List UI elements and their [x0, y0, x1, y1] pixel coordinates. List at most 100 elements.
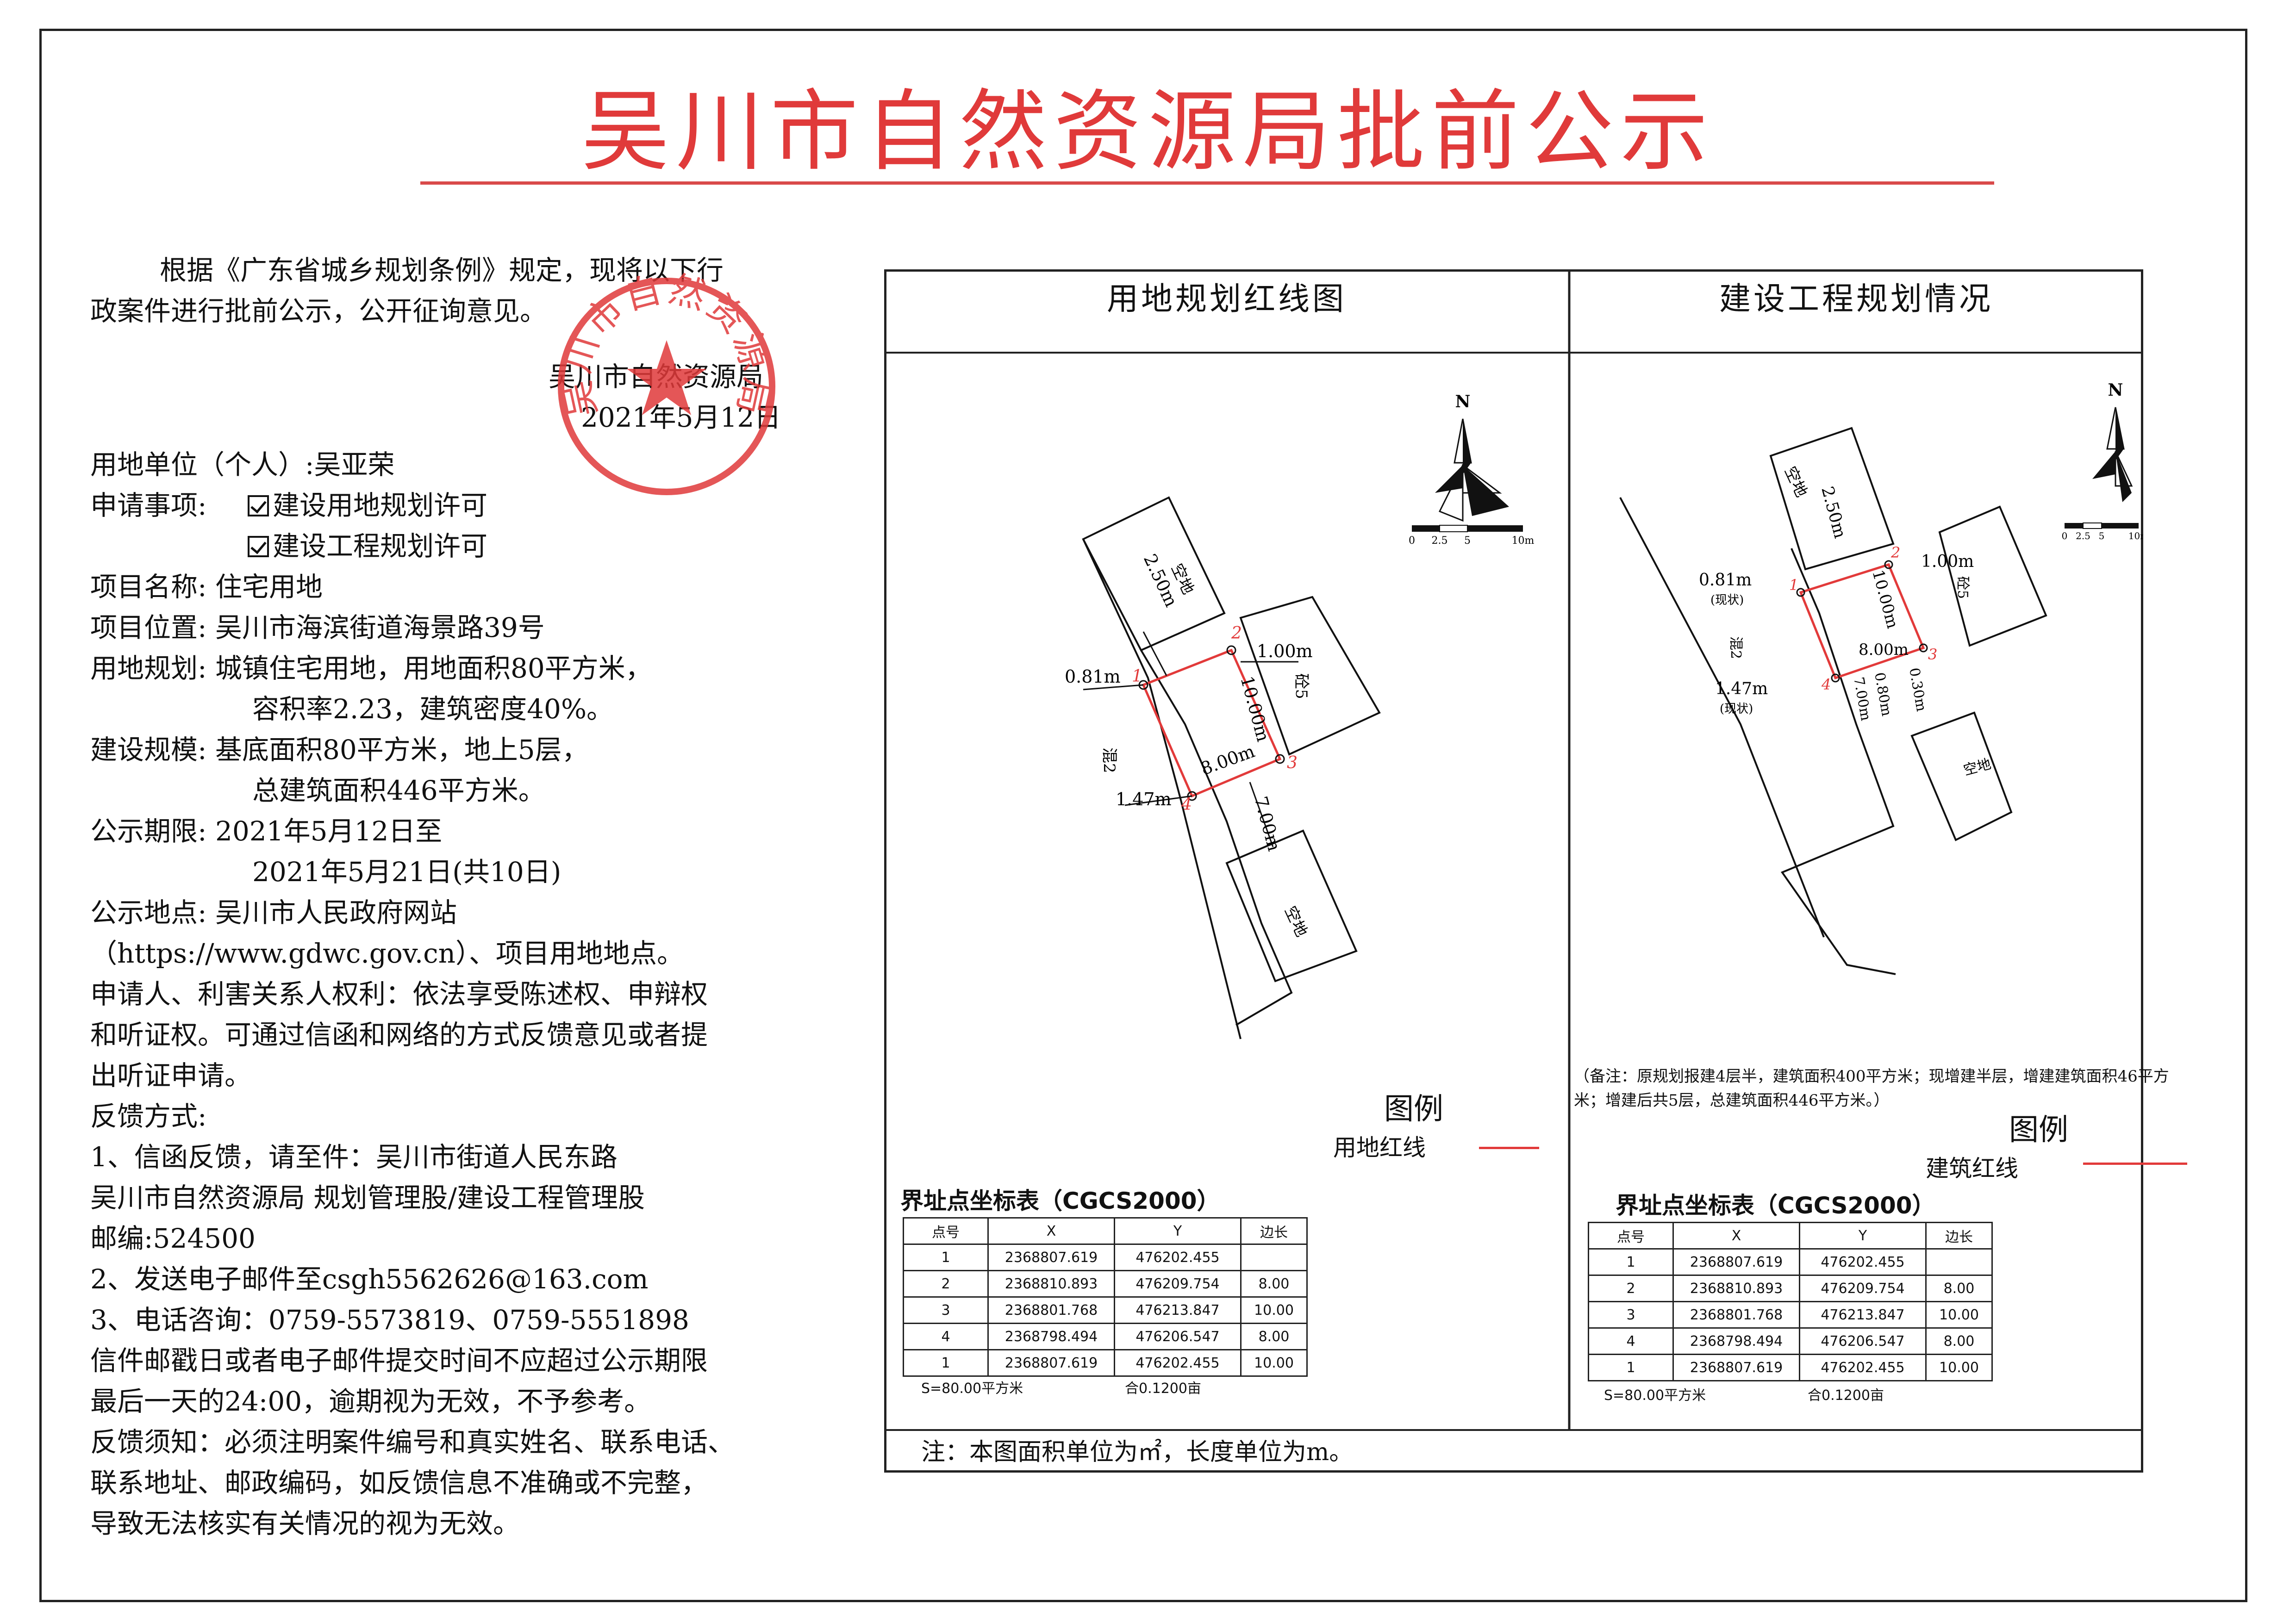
svg-text:2: 2 — [1890, 544, 1900, 561]
svg-text:1.00m: 1.00m — [1257, 641, 1313, 661]
svg-text:1: 1 — [1789, 576, 1798, 594]
deadline-1: 信件邮戳日或者电子邮件提交时间不应超过公示期限 — [90, 1345, 708, 1376]
matter-1: 建设用地规划许可 — [248, 485, 487, 526]
neighbour-lot-top — [1082, 496, 1226, 652]
official-seal: 吴川市自然资源局 — [555, 271, 775, 495]
feedback-label: 反馈方式: — [90, 1101, 207, 1132]
lane-right — [1140, 649, 1293, 1026]
svg-text:0.81m: 0.81m — [1065, 666, 1121, 687]
project-location: 项目位置: 吴川市海滨街道海景路39号 — [90, 612, 545, 643]
header-x: X — [1672, 1222, 1800, 1250]
notice-2: 联系地址、邮政编码，如反馈信息不准确或不完整， — [90, 1467, 708, 1499]
svg-text:4: 4 — [1181, 795, 1192, 814]
svg-text:8.00m: 8.00m — [1859, 640, 1909, 659]
svg-text:7.00m: 7.00m — [1250, 794, 1285, 853]
diagram-frame — [884, 269, 2143, 1473]
svg-text:0.81m: 0.81m — [1699, 571, 1752, 590]
svg-text:5: 5 — [2099, 530, 2105, 541]
seal-star-icon — [627, 340, 706, 415]
rights-3: 出听证申请。 — [90, 1060, 252, 1091]
rights-2: 和听证权。可通过信函和网络的方式反馈意见或者提 — [90, 1019, 708, 1051]
svg-text:3: 3 — [1287, 753, 1298, 772]
svg-text:10m: 10m — [2128, 530, 2143, 541]
area-left: S=80.00平方米 — [921, 1380, 1023, 1397]
header-point: 点号 — [1588, 1222, 1674, 1250]
header-y: Y — [1799, 1222, 1927, 1250]
neighbour-building-5 — [1239, 596, 1381, 756]
coord-table-title-left: 界址点坐标表（CGCS2000） — [900, 1188, 1220, 1214]
svg-text:2: 2 — [1231, 624, 1242, 643]
header-point: 点号 — [903, 1217, 989, 1245]
svg-text:0.80m: 0.80m — [1871, 671, 1895, 717]
lane-left — [1780, 548, 1896, 975]
matters-label: 申请事项: — [90, 490, 207, 521]
place-1: 公示地点: 吴川市人民政府网站 — [90, 897, 457, 928]
land-plan-1: 用地规划: 城镇住宅用地，用地面积80平方米， — [90, 653, 652, 684]
north-arrow-icon: N — [2092, 380, 2133, 502]
svg-text:1.00m: 1.00m — [1921, 552, 1974, 571]
land-redline-title: 用地规划红线图 — [1106, 281, 1347, 317]
area-right: S=80.00平方米 — [1604, 1387, 1706, 1404]
svg-text:10.00m: 10.00m — [1236, 674, 1273, 744]
legend-redline-sample — [2083, 1163, 2187, 1165]
scale-bar: 0 2.5 5 10m — [1409, 525, 1535, 547]
svg-text:(现状): (现状) — [1710, 593, 1744, 607]
svg-text:5: 5 — [1464, 535, 1471, 547]
svg-text:3: 3 — [1928, 646, 1937, 663]
construction-plan-title: 建设工程规划情况 — [1719, 281, 1993, 317]
legend-title-left: 图例 — [1384, 1092, 1443, 1126]
svg-text:2.5: 2.5 — [1432, 535, 1448, 547]
period-2: 2021年5月21日(共10日) — [252, 856, 562, 888]
svg-text:N: N — [2108, 380, 2123, 400]
checkbox-checked-icon — [248, 495, 269, 516]
svg-text:砼5: 砼5 — [1292, 673, 1310, 699]
svg-text:2.5: 2.5 — [2076, 530, 2090, 541]
applicant: 用地单位（个人）:吴亚荣 — [90, 449, 395, 480]
legend-label-right: 建筑红线 — [1926, 1155, 2018, 1182]
construction-plan-diagram: N 0 2.5 5 10m 1 2 3 4 空地 2.50m 0.81m (现状… — [1619, 380, 2143, 975]
title-underline — [420, 181, 1994, 185]
coord-table-title-right: 界址点坐标表（CGCS2000） — [1616, 1192, 1935, 1219]
svg-text:空地: 空地 — [1281, 903, 1311, 940]
neighbour-lot-bottom — [1225, 829, 1358, 983]
matter-1-label: 建设用地规划许可 — [273, 490, 488, 521]
building-redline-polygon — [1799, 563, 1925, 680]
lane-left — [1082, 539, 1242, 1039]
svg-text:1: 1 — [1132, 667, 1142, 686]
neighbour-building-5 — [1938, 505, 2047, 647]
header-edge: 边长 — [1925, 1222, 1993, 1250]
svg-text:10m: 10m — [1512, 535, 1535, 547]
legend-title-right: 图例 — [2009, 1113, 2068, 1147]
svg-text:4: 4 — [1821, 676, 1831, 693]
svg-text:2.50m: 2.50m — [1817, 485, 1849, 541]
svg-text:空地: 空地 — [1962, 756, 1993, 778]
svg-text:N: N — [1455, 392, 1471, 411]
land-redline-diagram: N 0 2.5 5 10m 1 2 3 4 2.50m 空地 0.81m 1.0… — [1065, 392, 1535, 1039]
svg-text:(现状): (现状) — [1720, 702, 1753, 716]
deadline-2: 最后一天的24:00，逾期视为无效，不予参考。 — [90, 1386, 651, 1417]
svg-text:砼5: 砼5 — [1954, 576, 1971, 599]
neighbour-lot-top — [1769, 427, 1895, 571]
feedback-2: 吴川市自然资源局 规划管理股/建设工程管理股 — [90, 1182, 645, 1213]
build-scale-2: 总建筑面积446平方米。 — [252, 775, 545, 806]
notice-3: 导致无法核实有关情况的视为无效。 — [90, 1508, 520, 1539]
notice-1: 反馈须知：必须注明案件编号和真实姓名、联系电话、 — [90, 1426, 735, 1458]
north-arrow-icon: N — [1435, 392, 1509, 522]
intro-line-1: 根据《广东省城乡规划条例》规定，现将以下行 — [160, 255, 724, 286]
svg-text:混2: 混2 — [1100, 747, 1118, 773]
project-name: 项目名称: 住宅用地 — [90, 571, 323, 603]
feedback-email: 2、发送电子邮件至csgh5562626@163.com — [90, 1263, 649, 1295]
land-redline-polygon — [1142, 648, 1282, 798]
svg-text:混2: 混2 — [1728, 636, 1744, 659]
feedback-1: 1、信函反馈，请至件：吴川市街道人民东路 — [90, 1141, 618, 1173]
neighbour-lot-bottom — [1910, 711, 2013, 841]
page-border — [39, 29, 2247, 1602]
